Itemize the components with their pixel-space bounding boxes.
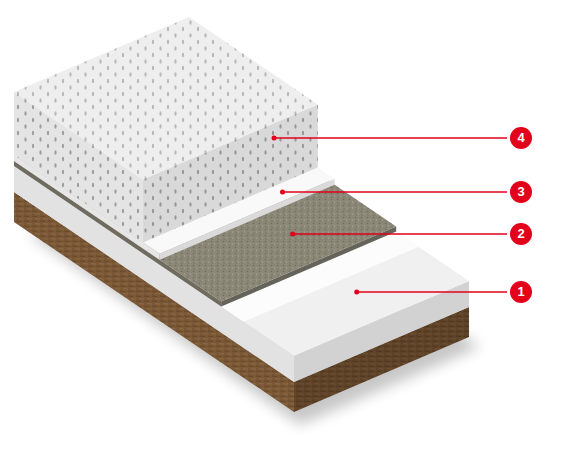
leader-dot [354, 290, 359, 295]
callout-number: 1 [510, 281, 532, 303]
leader-line [283, 191, 508, 193]
leader-dot [290, 232, 295, 237]
leader-line [293, 233, 507, 235]
leader-dot [272, 136, 277, 141]
callout-number: 3 [510, 181, 532, 203]
callout-number: 4 [510, 127, 532, 149]
leader-dot [280, 190, 285, 195]
callout-number: 2 [510, 223, 532, 245]
block-top-pores [14, 17, 318, 179]
leader-line [357, 291, 507, 293]
block-top [14, 17, 318, 179]
leader-line [274, 137, 507, 139]
